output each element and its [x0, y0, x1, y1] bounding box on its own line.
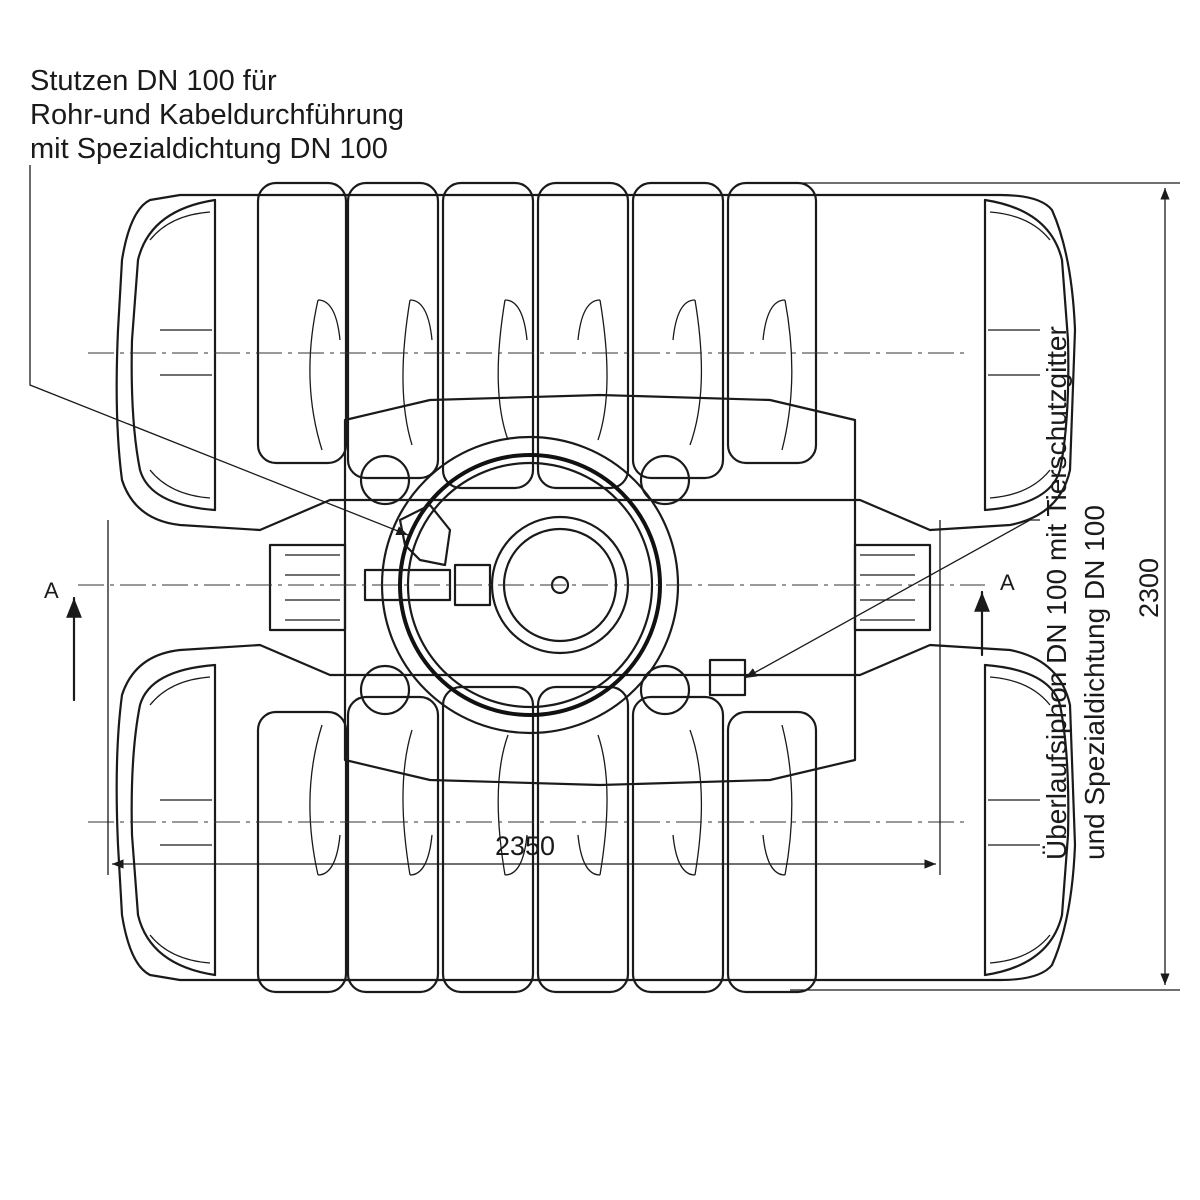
overflow-siphon [708, 658, 747, 697]
inlet-pipe [363, 563, 492, 607]
upper-module [115, 181, 1077, 532]
fitting-circle-br [639, 664, 691, 716]
inlet-elbow [398, 503, 452, 567]
overflow-leader-line [744, 519, 1040, 679]
dim-width-label: 2350 [495, 831, 555, 861]
fitting-circle-bl [359, 664, 411, 716]
dim-height-label: 2300 [1134, 558, 1164, 618]
central-body [343, 393, 857, 787]
overflow-callout-line-2: und Spezialdichtung DN 100 [1079, 505, 1110, 860]
fitting-circle-tr [639, 454, 691, 506]
section-label-right: A [1000, 570, 1015, 595]
neck-right [853, 543, 932, 632]
section-label-left: A [44, 578, 59, 603]
inlet-callout: Stutzen DN 100 für Rohr-und Kabeldurchfü… [30, 64, 404, 166]
inlet-callout-line-3: mit Spezialdichtung DN 100 [30, 133, 388, 165]
overflow-callout-line-1: Überlaufsiphon DN 100 mit Tierschutzgitt… [1041, 326, 1072, 860]
inlet-callout-line-2: Rohr-und Kabeldurchführung [30, 99, 405, 131]
inlet-callout-line-1: Stutzen DN 100 für [30, 65, 277, 97]
fitting-circle-tl [359, 454, 411, 506]
neck-left [268, 543, 347, 632]
inlet-leader-line [29, 165, 409, 536]
